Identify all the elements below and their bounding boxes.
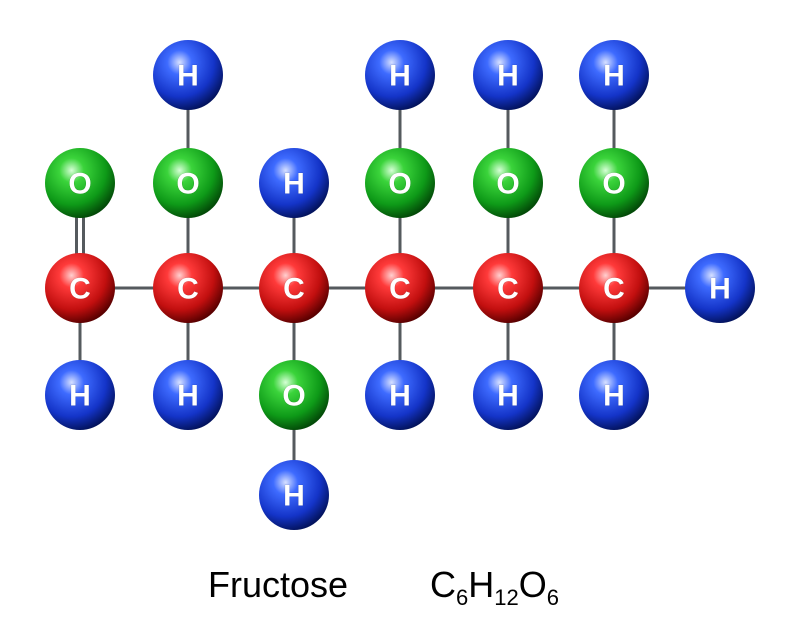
atom-sphere-o4 <box>365 148 435 218</box>
atom-h9: H <box>473 360 543 430</box>
atom-label-h6: H <box>389 60 411 93</box>
atom-sphere-c6 <box>579 253 649 323</box>
atom-c2: C <box>153 253 223 323</box>
atom-c5: C <box>473 253 543 323</box>
atom-c6: C <box>579 253 649 323</box>
atom-o3: O <box>259 360 329 430</box>
atom-label-c1: C <box>69 273 91 306</box>
atom-sphere-h7 <box>365 360 435 430</box>
atom-sphere-h3 <box>153 360 223 430</box>
atom-sphere-c4 <box>365 253 435 323</box>
atom-sphere-h11 <box>579 360 649 430</box>
atom-o1: O <box>45 148 115 218</box>
formula-hydrogen: H <box>468 564 495 605</box>
atom-sphere-h10 <box>579 40 649 110</box>
atom-label-h8: H <box>497 60 519 93</box>
atom-label-o1: O <box>68 168 91 201</box>
atom-o5: O <box>473 148 543 218</box>
atom-c4: C <box>365 253 435 323</box>
atom-label-o2: O <box>176 168 199 201</box>
atom-h2: H <box>153 40 223 110</box>
atom-label-o5: O <box>496 168 519 201</box>
atom-sphere-c5 <box>473 253 543 323</box>
formula-hydrogen-count: 12 <box>494 585 519 610</box>
atom-h1: H <box>45 360 115 430</box>
atom-label-h5: H <box>283 480 305 513</box>
atom-h8: H <box>473 40 543 110</box>
atom-sphere-h9 <box>473 360 543 430</box>
atom-h3: H <box>153 360 223 430</box>
atom-label-o3: O <box>282 380 305 413</box>
atom-label-o6: O <box>602 168 625 201</box>
atom-h11: H <box>579 360 649 430</box>
atom-h6: H <box>365 40 435 110</box>
atom-label-h7: H <box>389 380 411 413</box>
atom-label-c6: C <box>603 273 625 306</box>
atom-sphere-o2 <box>153 148 223 218</box>
atom-label-c4: C <box>389 273 411 306</box>
formula-oxygen-count: 6 <box>546 585 559 610</box>
atom-h12: H <box>685 253 755 323</box>
atom-label-h11: H <box>603 380 625 413</box>
atom-h7: H <box>365 360 435 430</box>
atom-sphere-c1 <box>45 253 115 323</box>
atom-label-h1: H <box>69 380 91 413</box>
atom-label-o4: O <box>388 168 411 201</box>
atom-h10: H <box>579 40 649 110</box>
atom-sphere-c3 <box>259 253 329 323</box>
atom-sphere-o1 <box>45 148 115 218</box>
atom-sphere-h2 <box>153 40 223 110</box>
atom-o6: O <box>579 148 649 218</box>
atom-label-h9: H <box>497 380 519 413</box>
atom-sphere-o3 <box>259 360 329 430</box>
atoms-layer: O C H H O C H H C O H H O C H H O C H H O C H H <box>45 40 755 530</box>
atom-label-h2: H <box>177 60 199 93</box>
atom-sphere-h5 <box>259 460 329 530</box>
caption: Fructose C6H12O6 <box>0 560 800 610</box>
atom-o2: O <box>153 148 223 218</box>
molecule-name: Fructose <box>208 564 349 605</box>
atom-sphere-h6 <box>365 40 435 110</box>
atom-sphere-o5 <box>473 148 543 218</box>
atom-sphere-c2 <box>153 253 223 323</box>
atom-sphere-o6 <box>579 148 649 218</box>
atom-label-c3: C <box>283 273 305 306</box>
atom-label-c5: C <box>497 273 519 306</box>
atom-label-h10: H <box>603 60 625 93</box>
atom-c3: C <box>259 253 329 323</box>
atom-label-h4: H <box>283 168 305 201</box>
atom-sphere-h12 <box>685 253 755 323</box>
atom-h5: H <box>259 460 329 530</box>
atom-label-h12: H <box>709 273 731 306</box>
atom-o4: O <box>365 148 435 218</box>
formula-carbon: C <box>430 564 456 605</box>
atom-label-c2: C <box>177 273 199 306</box>
atom-h4: H <box>259 148 329 218</box>
molecular-formula: C6H12O6 <box>430 564 559 609</box>
formula-oxygen: O <box>518 564 547 605</box>
atom-label-h3: H <box>177 380 199 413</box>
atom-c1: C <box>45 253 115 323</box>
atom-sphere-h8 <box>473 40 543 110</box>
atom-sphere-h4 <box>259 148 329 218</box>
formula-carbon-count: 6 <box>456 585 469 610</box>
atom-sphere-h1 <box>45 360 115 430</box>
